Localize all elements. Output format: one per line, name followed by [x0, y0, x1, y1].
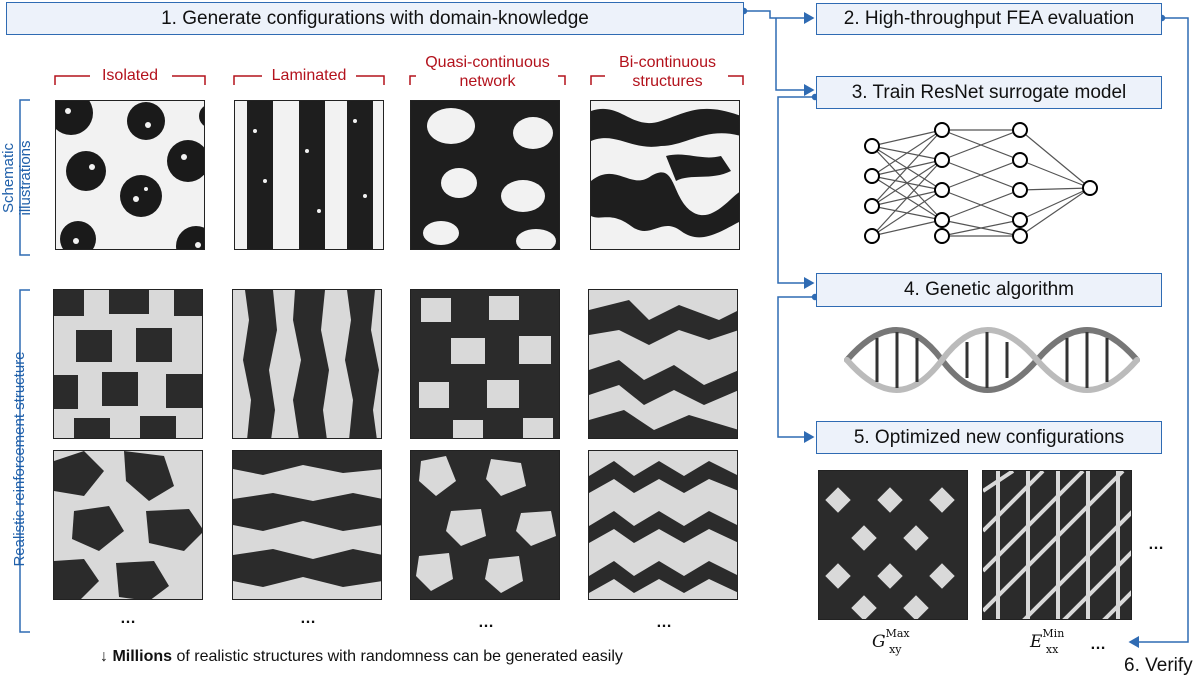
schematic-laminated [234, 100, 384, 250]
step1-label: 1. Generate configurations with domain-k… [161, 7, 589, 29]
step6-label: 6. Verify [1124, 655, 1193, 676]
realistic-bi-continuous-2 [588, 450, 738, 600]
optimized-exx-min [982, 470, 1132, 620]
step5-label: 5. Optimized new configurations [853, 426, 1125, 448]
step5-box: 5. Optimized new configurations [816, 421, 1162, 454]
label-exx-min: E Min xx [1030, 627, 1065, 656]
step1-box: 1. Generate configurations with domain-k… [6, 2, 744, 35]
arrow-4-to-5 [777, 296, 815, 443]
ellipsis-optimized: … [1148, 536, 1164, 553]
row-label-realistic: Realistic reinforcement structure [11, 351, 28, 567]
ellipsis-bi: … [656, 614, 672, 631]
dna-icon [844, 327, 1140, 393]
neural-network-icon [864, 122, 1098, 244]
ellipsis-quasi: … [478, 614, 494, 631]
ellipsis-label: … [1090, 636, 1106, 653]
arrow-1-to-2 [744, 10, 815, 24]
arrow-3-to-4 [777, 96, 815, 289]
category-isolated: Isolated [101, 67, 159, 84]
optimized-gxy-max [818, 470, 968, 620]
step2-box: 2. High-throughput FEA evaluation [816, 3, 1162, 35]
realistic-laminated-2 [232, 450, 382, 600]
label-gxy-max: G Max xy [872, 627, 910, 656]
realistic-laminated-1 [232, 289, 382, 439]
schematic-bi-continuous [590, 100, 740, 250]
schematic-isolated [55, 100, 205, 250]
arrow-2-to-3 [775, 18, 815, 96]
ellipsis-isolated: … [120, 610, 136, 627]
down-arrow-icon: ↓ [100, 648, 108, 665]
step3-box: 3. Train ResNet surrogate model [816, 76, 1162, 109]
realistic-isolated-2 [53, 450, 203, 600]
category-laminated: Laminated [271, 67, 347, 84]
step2-label: 2. High-throughput FEA evaluation [843, 8, 1135, 29]
realistic-quasi-continuous-1 [410, 289, 560, 439]
realistic-quasi-continuous-2 [410, 450, 560, 600]
schematic-quasi-continuous [410, 100, 560, 250]
realistic-isolated-1 [53, 289, 203, 439]
realistic-bi-continuous-1 [588, 289, 738, 439]
footnote: ↓ Millions of realistic structures with … [100, 648, 623, 665]
arrow-verify [1128, 17, 1189, 648]
step4-box: 4. Genetic algorithm [816, 273, 1162, 307]
step3-label: 3. Train ResNet surrogate model [851, 81, 1127, 103]
ellipsis-laminated: … [300, 610, 316, 627]
step4-label: 4. Genetic algorithm [903, 279, 1075, 300]
